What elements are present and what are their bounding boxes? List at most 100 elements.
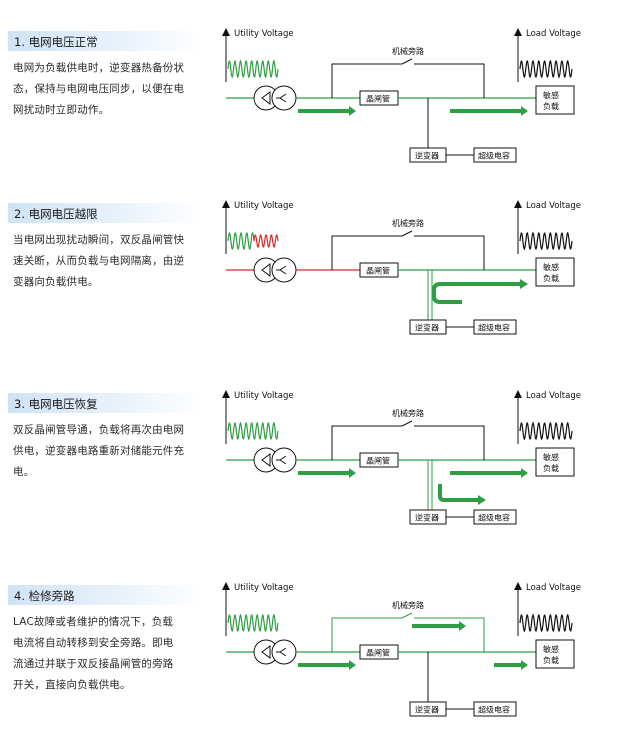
load-voltage-label: Load Voltage: [526, 201, 581, 211]
description-line: 变器向负载供电。: [13, 276, 99, 288]
utility-waveform: [227, 613, 279, 633]
load-box: [535, 639, 575, 669]
bypass-label: 机械旁路: [392, 600, 424, 610]
load-box: [535, 85, 575, 115]
delta-symbol: [261, 91, 271, 105]
bypass-switch: [401, 58, 413, 65]
load-axis-arrow: [514, 200, 522, 208]
transformer-secondary: [271, 85, 297, 111]
description-line: 流通过并联于双反接晶闸管的旁路: [13, 658, 174, 670]
bypass-left: [331, 425, 402, 460]
supercap-box: [473, 509, 517, 525]
utility-voltage-label: Utility Voltage: [234, 391, 294, 401]
load-voltage-label: Load Voltage: [526, 29, 581, 39]
supercap-label: 超级电容: [478, 151, 510, 161]
bypass-label: 机械旁路: [392, 46, 424, 56]
bypass-right: [414, 235, 485, 270]
flow-arrow-head: [349, 106, 356, 116]
bypass-label: 机械旁路: [392, 408, 424, 418]
section-title-bar: 1. 电网电压正常: [8, 31, 204, 51]
load-axis-arrow: [514, 390, 522, 398]
description-line: 速关断，从而负载与电网隔离，由逆: [13, 255, 185, 267]
load-label-line2: 负载: [543, 655, 559, 665]
inverter-label: 逆变器: [415, 513, 439, 523]
inverter-flow-arrow-head: [520, 279, 528, 289]
bypass-switch: [401, 230, 413, 237]
thyristor-label: 晶闸管: [366, 94, 390, 104]
supercap-box: [473, 319, 517, 335]
flow-arrow-head: [521, 106, 528, 116]
wye-symbol: [276, 93, 287, 103]
thyristor-label: 晶闸管: [366, 266, 390, 276]
description-line: 态，保持与电网电压同步，以便在电: [13, 83, 185, 95]
thyristor-label: 晶闸管: [366, 456, 390, 466]
utility-axis-arrow: [222, 28, 230, 36]
load-waveform: [519, 613, 573, 633]
description-line: 电。: [13, 466, 35, 478]
section-title-bar: 4. 检修旁路: [8, 585, 204, 605]
supercap-box: [473, 147, 517, 163]
inverter-label: 逆变器: [415, 151, 439, 161]
section-description: 双反晶闸管导通，负载将再次由电网 供电，逆变器电路重新对储能元件充 电。: [13, 420, 193, 483]
utility-voltage-label: Utility Voltage: [234, 201, 294, 211]
section-4: 4. 检修旁路 LAC故障或者维护的情况下，负载 电流将自动转移到安全旁路。即电…: [0, 554, 619, 734]
load-label-line1: 敏感: [543, 452, 559, 462]
thyristor-label: 晶闸管: [366, 648, 390, 658]
load-label-line2: 负载: [543, 273, 559, 283]
description-line: 供电，逆变器电路重新对储能元件充: [13, 445, 185, 457]
section-2: 2. 电网电压越限 当电网出现扰动瞬间，双反晶闸管快 速关断，从而负载与电网隔离…: [0, 172, 619, 352]
section-description: 电网为负载供电时，逆变器热备份状 态，保持与电网电压同步，以便在电 网扰动时立即…: [13, 58, 193, 121]
bypass-right: [414, 425, 485, 460]
delta-symbol: [261, 453, 271, 467]
section-1: 1. 电网电压正常 电网为负载供电时，逆变器热备份状 态，保持与电网电压同步，以…: [0, 0, 619, 180]
inverter-label: 逆变器: [415, 323, 439, 333]
section-title: 1. 电网电压正常: [14, 35, 98, 49]
load-waveform: [519, 59, 573, 79]
utility-waveform: [227, 421, 279, 441]
load-label-line1: 敏感: [543, 90, 559, 100]
wye-symbol: [276, 265, 287, 275]
load-waveform: [519, 231, 573, 251]
flow-arrow-head: [521, 468, 528, 478]
bypass-switch: [401, 612, 413, 619]
inverter-flow-arrow: [432, 282, 520, 304]
utility-axis-arrow: [222, 200, 230, 208]
bypass-switch: [401, 420, 413, 427]
utility-waveform-disturbed: [253, 234, 279, 248]
bypass-right: [414, 63, 485, 98]
flow-arrow-head: [349, 660, 356, 670]
bypass-label: 机械旁路: [392, 218, 424, 228]
utility-axis-arrow: [222, 390, 230, 398]
bypass-left: [331, 235, 402, 270]
charge-flow-arrow: [438, 484, 478, 502]
bypass-left: [331, 63, 402, 98]
section-title: 2. 电网电压越限: [14, 207, 98, 221]
section-title-bar: 3. 电网电压恢复: [8, 393, 204, 413]
description-line: 电流将自动转移到安全旁路。即电: [13, 637, 174, 649]
load-label-line1: 敏感: [543, 644, 559, 654]
load-axis-arrow: [514, 582, 522, 590]
load-voltage-label: Load Voltage: [526, 391, 581, 401]
delta-symbol: [261, 263, 271, 277]
utility-voltage-label: Utility Voltage: [234, 29, 294, 39]
flow-arrow-head: [349, 468, 356, 478]
transformer-secondary: [271, 639, 297, 665]
description-line: 网扰动时立即动作。: [13, 104, 110, 116]
description-line: LAC故障或者维护的情况下，负载: [13, 616, 174, 628]
section-title: 3. 电网电压恢复: [14, 397, 98, 411]
load-voltage-label: Load Voltage: [526, 583, 581, 593]
charge-flow-arrow-head: [478, 495, 486, 505]
description-line: 开关，直接向负载供电。: [13, 679, 131, 691]
load-label-line2: 负载: [543, 463, 559, 473]
supercap-label: 超级电容: [478, 705, 510, 715]
bypass-left: [331, 617, 402, 652]
transformer-secondary: [271, 447, 297, 473]
bypass-flow-arrow-head: [459, 621, 466, 631]
bypass-right: [414, 617, 485, 652]
supercap-box: [473, 701, 517, 717]
load-box: [535, 447, 575, 477]
delta-symbol: [261, 645, 271, 659]
description-line: 电网为负载供电时，逆变器热备份状: [13, 62, 185, 74]
